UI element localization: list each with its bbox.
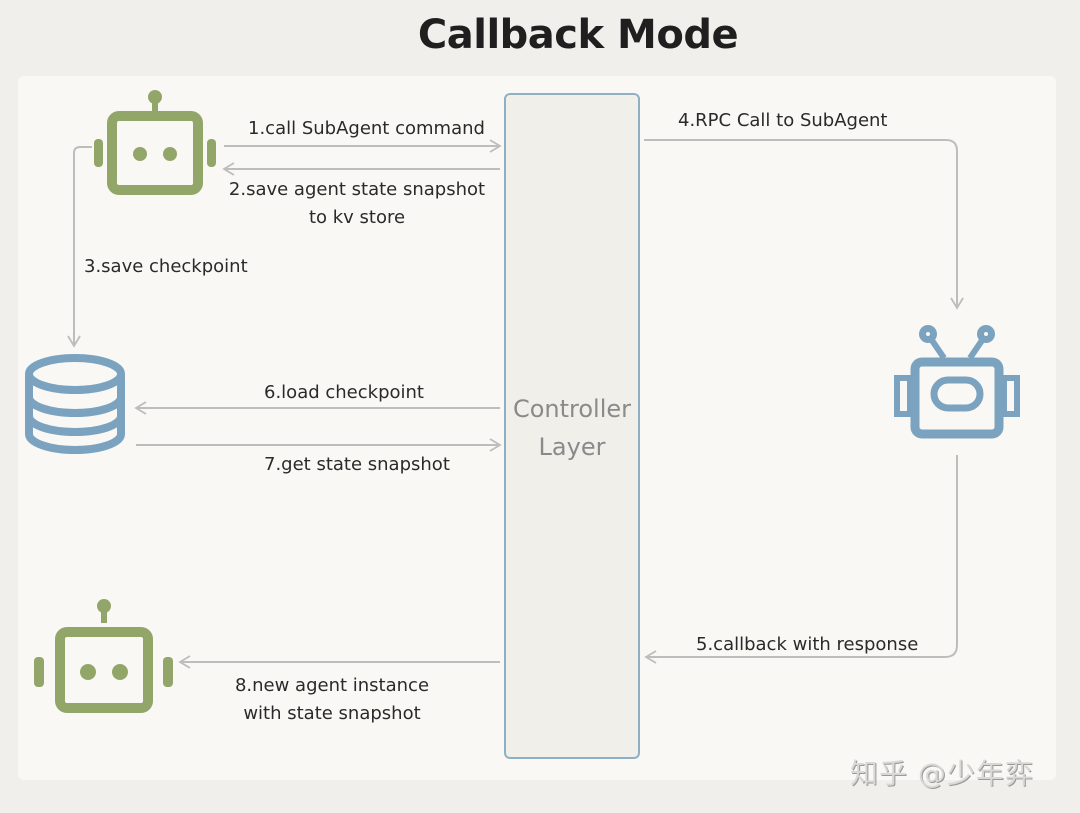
watermark: 知乎 @少年弈 bbox=[850, 757, 1034, 790]
step-1-label: 1.call SubAgent command bbox=[248, 118, 485, 139]
step-7-label: 7.get state snapshot bbox=[264, 454, 450, 475]
controller-label-line-2: Layer bbox=[538, 433, 606, 461]
step-6-label: 6.load checkpoint bbox=[264, 382, 424, 403]
arrow-step-4 bbox=[644, 139, 964, 310]
controller-layer-label: Controller Layer bbox=[504, 390, 640, 466]
step-8-line-1: 8.new agent instance bbox=[234, 675, 430, 696]
step-2-line-1: 2.save agent state snapshot bbox=[228, 179, 486, 200]
step-5-label: 5.callback with response bbox=[696, 634, 919, 655]
step-3-label: 3.save checkpoint bbox=[84, 256, 248, 277]
step-8-label: 8.new agent instance with state snapshot bbox=[222, 672, 442, 728]
arrow-step-3 bbox=[67, 146, 92, 348]
kv-store-database-icon bbox=[25, 354, 125, 454]
step-4-label: 4.RPC Call to SubAgent bbox=[678, 110, 888, 131]
step-2-label: 2.save agent state snapshot to kv store bbox=[222, 176, 492, 232]
diagram-title: Callback Mode bbox=[417, 12, 739, 58]
step-2-line-2: to kv store bbox=[308, 207, 406, 228]
arrow-step-5 bbox=[644, 455, 958, 664]
new-agent-robot-icon bbox=[34, 599, 173, 713]
controller-layer-box bbox=[504, 93, 640, 759]
agent-robot-icon bbox=[94, 90, 216, 195]
subagent-robot-icon bbox=[894, 325, 1020, 439]
step-8-line-2: with state snapshot bbox=[243, 703, 421, 724]
controller-label-line-1: Controller bbox=[512, 395, 632, 423]
